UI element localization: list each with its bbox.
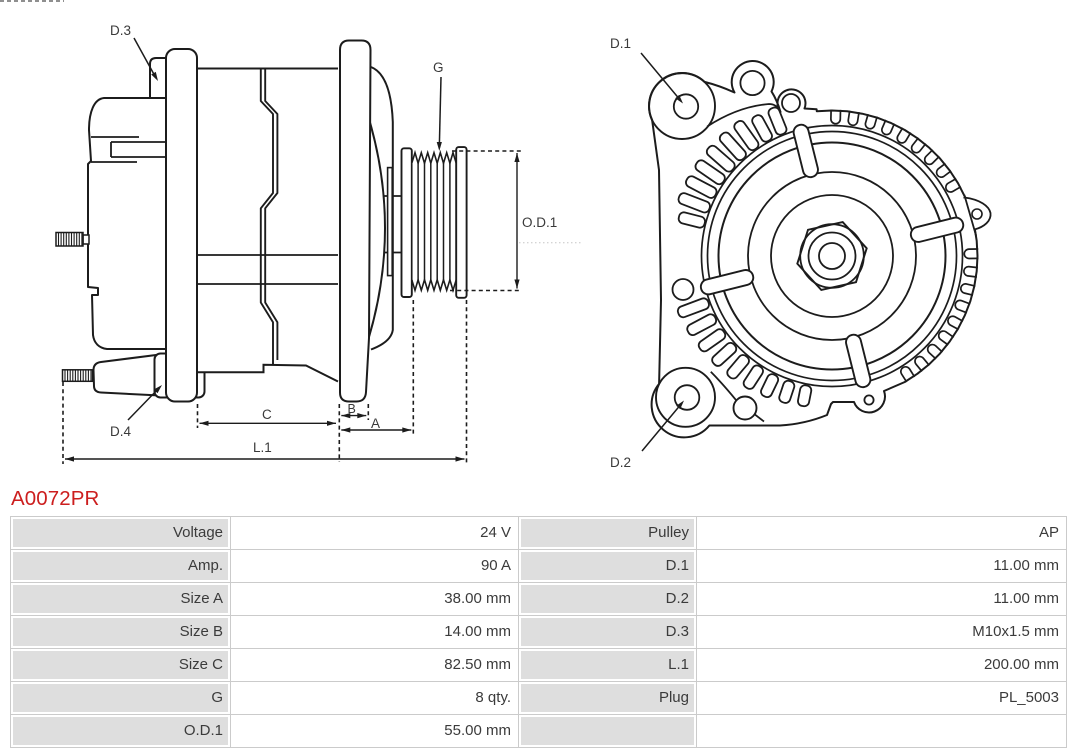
svg-text:D.1: D.1 (610, 36, 631, 51)
svg-text:C: C (262, 407, 272, 422)
svg-text:B: B (348, 402, 356, 416)
svg-text:D.3: D.3 (110, 23, 131, 38)
svg-text:D.2: D.2 (610, 455, 631, 470)
svg-text:A: A (371, 416, 380, 431)
svg-text:L.1: L.1 (253, 440, 272, 455)
svg-text:G: G (433, 60, 444, 75)
svg-text:O.D.1: O.D.1 (522, 215, 557, 230)
svg-text:D.4: D.4 (110, 424, 132, 439)
